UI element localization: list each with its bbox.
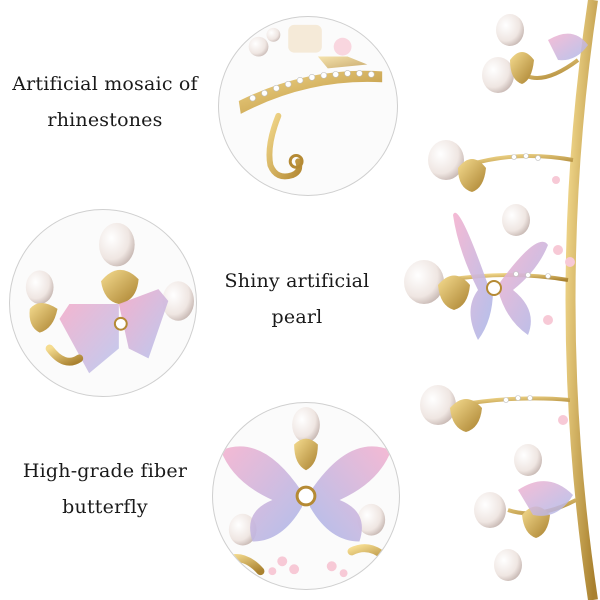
tiara-illustration [404, 0, 598, 600]
caption-line: Shiny artificial [224, 270, 370, 292]
feature-caption-pearl: Shiny artificial pearl [222, 263, 372, 335]
detail-circle-butterfly [212, 402, 400, 590]
tiara-product-image [398, 0, 600, 600]
caption-line: pearl [271, 306, 323, 328]
caption-line: butterfly [62, 496, 148, 518]
rhinestone-detail-image [238, 24, 383, 180]
caption-line: High-grade fiber [22, 460, 188, 482]
feature-caption-butterfly: High-grade fiber butterfly [10, 453, 200, 525]
butterfly-detail-image [218, 406, 394, 578]
feature-caption-rhinestones: Artificial mosaic of rhinestones [10, 66, 200, 138]
detail-circle-pearl [9, 209, 197, 397]
caption-line: rhinestones [47, 109, 163, 131]
detail-circle-rhinestones [218, 16, 398, 196]
pearl-detail-image [25, 222, 195, 374]
caption-line: Artificial mosaic of [12, 73, 198, 95]
